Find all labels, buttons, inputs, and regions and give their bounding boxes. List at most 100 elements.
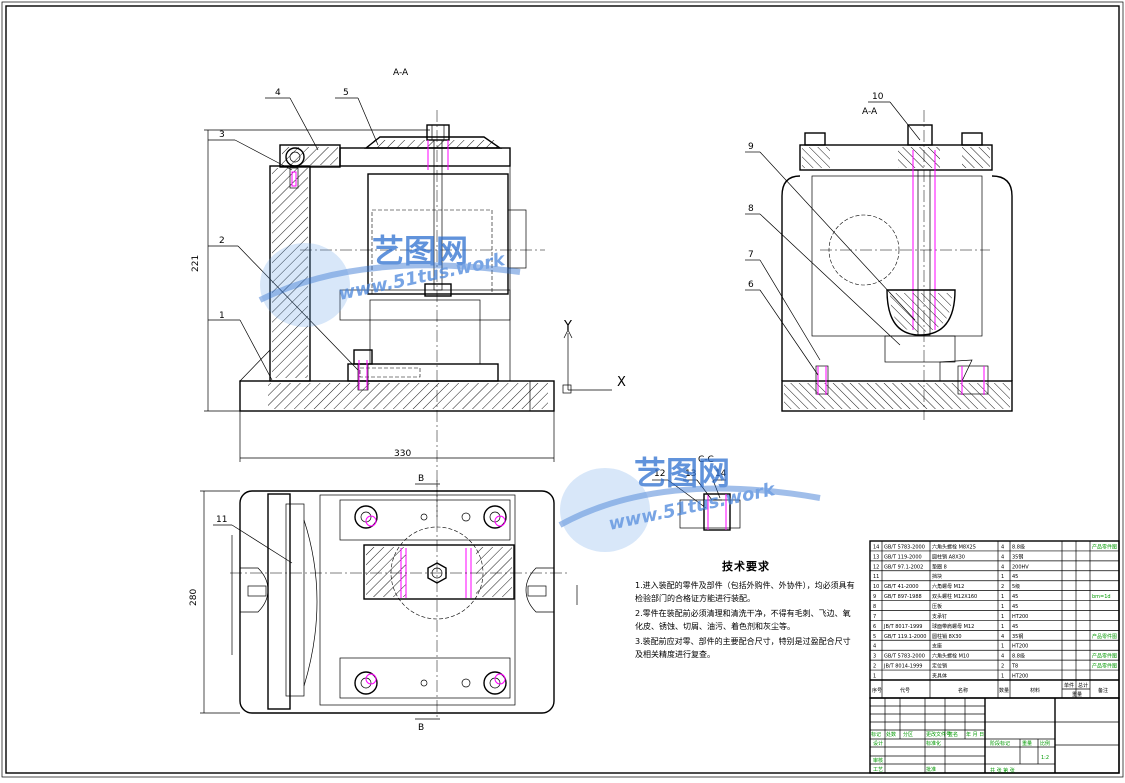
balloon-6: 6 <box>748 280 754 290</box>
bom-cell-seq: 12 <box>873 564 879 570</box>
balloon-5: 5 <box>343 88 349 98</box>
bom-cell-seq: 9 <box>873 594 876 600</box>
balloon-14: 14 <box>715 469 727 479</box>
bom-cell-material: 45 <box>1012 594 1018 600</box>
plan-height-dimension-text: 280 <box>189 589 199 606</box>
bom-cell-qty: 4 <box>1001 564 1004 570</box>
detail-section-label: C-C <box>698 455 714 465</box>
bom-cell-material: 45 <box>1012 624 1018 630</box>
bom-cell-name: 六角头螺栓 M8X25 <box>932 543 976 550</box>
tb-weight: 重量 <box>1022 740 1032 747</box>
bom-cell-name: 夹具体 <box>932 673 947 680</box>
height-dimension-text: 221 <box>191 255 201 272</box>
tb-signature: 签名 <box>948 731 958 738</box>
tech-requirements-title: 技术要求 <box>722 560 770 573</box>
bom-cell-seq: 13 <box>873 554 879 560</box>
bom-cell-material: HT200 <box>1012 614 1028 620</box>
bom-cell-name: 挡块 <box>932 573 942 580</box>
bom-cell-seq: 7 <box>873 614 876 620</box>
bom-cell-name: 压板 <box>932 603 942 610</box>
bom-header-qty: 数量 <box>999 687 1009 694</box>
bom-cell-name: 垫圈 8 <box>932 563 947 570</box>
watermark-1: 艺图网 www.51tus.work <box>258 232 521 327</box>
tb-reviewer: 审核 <box>873 757 883 764</box>
bom-cell-code: GB/T 97.1-2002 <box>884 564 923 570</box>
bom-header-code: 代号 <box>900 687 910 694</box>
balloon-13: 13 <box>685 469 696 479</box>
bom-cell-material: 35钢 <box>1012 633 1023 640</box>
plan-outline <box>239 490 555 714</box>
coordinate-axes: Y X <box>562 319 626 394</box>
bom-cell-qty: 1 <box>1001 624 1004 630</box>
bom-cell-remark: 产品零件图 <box>1092 653 1117 660</box>
side-view: A-A 10 9 8 7 6 <box>745 92 1013 420</box>
bom-cell-code: GB/T 5783-2000 <box>884 544 925 550</box>
cut-mark-b-top: B <box>418 474 424 484</box>
axis-x-label: X <box>617 375 626 390</box>
bom-cell-name: 圆柱销 A8X30 <box>932 553 965 560</box>
balloon-2: 2 <box>219 236 225 246</box>
bom-cell-material: HT200 <box>1012 674 1028 680</box>
balloon-3: 3 <box>219 130 225 140</box>
side-base-plate <box>781 380 1013 412</box>
watermark-brand-1: 艺图网 <box>372 232 468 270</box>
bom-cell-qty: 1 <box>1001 614 1004 620</box>
bom-cell-qty: 4 <box>1001 634 1004 640</box>
bom-cell-qty: 1 <box>1001 674 1004 680</box>
balloon-1: 1 <box>219 311 225 321</box>
tb-marks: 标记 <box>871 731 881 738</box>
bom-cell-remark: 产品零件图 <box>1092 633 1117 640</box>
bom-cell-qty: 4 <box>1001 544 1004 550</box>
bom-cell-seq: 11 <box>873 574 879 580</box>
tb-stage-mark: 阶段标记 <box>990 740 1010 747</box>
balloon-9: 9 <box>748 142 754 152</box>
cut-mark-b-bottom: B <box>418 723 424 733</box>
tb-process: 工艺 <box>873 767 883 773</box>
bom-cell-seq: 6 <box>873 624 876 630</box>
balloon-8: 8 <box>748 204 754 214</box>
bom-cell-material: T8 <box>1011 664 1018 670</box>
bom-cell-code: GB/T 5783-2000 <box>884 654 925 660</box>
bom-cell-qty: 1 <box>1001 574 1004 580</box>
bom-cell-seq: 2 <box>873 664 876 670</box>
bom-cell-name: 双头螺柱 M12X160 <box>932 593 977 600</box>
width-dimension-text: 330 <box>394 449 411 459</box>
bom-cell-code: GB/T 119-2000 <box>884 554 922 560</box>
bom-cell-name: 六角螺母 M12 <box>932 583 964 590</box>
bom-cell-code: JB/T 8017-1999 <box>883 624 923 630</box>
balloon-7: 7 <box>748 250 754 260</box>
tb-sheets: 共 张 第 张 <box>990 767 1015 774</box>
bom-cell-material: 45 <box>1012 574 1018 580</box>
title-block: 标记 处数 分区 更改文件号 签名 年 月 日 设计 标准化 审核 工艺 批准 … <box>869 697 1120 774</box>
bom-header-seq: 序号 <box>872 687 882 694</box>
tech-requirement-2: 2.零件在装配前必须清理和清洗干净，不得有毛刺、飞边、氧化皮、锈蚀、切屑、油污、… <box>635 609 851 631</box>
front-section-label: A-A <box>393 68 409 78</box>
bom-header-remark: 备注 <box>1098 687 1108 694</box>
bom-cell-material: 5级 <box>1012 583 1020 590</box>
side-section-label: A-A <box>862 107 878 117</box>
bom-header-name: 名称 <box>958 687 968 694</box>
front-top-nut <box>426 124 450 141</box>
tb-approved: 批准 <box>926 766 936 773</box>
bom-cell-qty: 4 <box>1001 654 1004 660</box>
tb-zones: 处数 <box>886 731 896 738</box>
bom-cell-seq: 8 <box>873 604 876 610</box>
bom-cell-name: 支承钉 <box>932 613 947 620</box>
bom-cell-code: GB/T 897-1988 <box>884 594 922 600</box>
bom-cell-name: 球面带肩螺母 M12 <box>932 623 974 630</box>
bom-cell-qty: 2 <box>1001 664 1004 670</box>
bom-cell-seq: 4 <box>873 644 876 650</box>
tb-scale: 比例 <box>1040 740 1050 747</box>
bom-cell-seq: 14 <box>873 544 879 550</box>
bom-cell-name: 圆柱销 8X30 <box>932 633 962 640</box>
bom-cell-name: 定位销 <box>932 663 947 670</box>
front-view: A-A <box>191 68 555 520</box>
plan-clamp-plate <box>363 544 515 600</box>
bom-cell-qty: 2 <box>1001 584 1004 590</box>
tech-requirement-1: 1.进入装配的零件及部件（包括外购件、外协件），均必须具有检验部门的合格证方能进… <box>635 581 855 603</box>
bom-cell-code: GB/T 41-2000 <box>884 584 919 590</box>
bom-cell-qty: 1 <box>1001 604 1004 610</box>
